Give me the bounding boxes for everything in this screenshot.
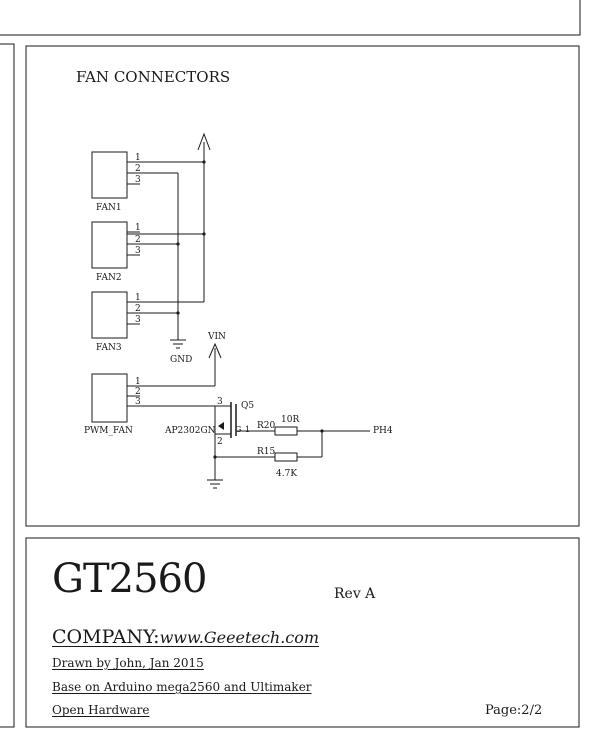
power-arrow-icon <box>197 132 211 151</box>
r20-ref: R20 <box>257 421 276 431</box>
q5-part: AP2302GN <box>164 426 216 436</box>
r15-resistor <box>274 452 298 462</box>
pwm-fan-connector <box>91 373 128 423</box>
pwm-fan-pin3: 3 <box>135 397 141 407</box>
top-frame <box>0 0 581 36</box>
q5-gate-pin: 1 <box>245 425 250 434</box>
company-url: www.Geeetech.com <box>159 628 320 647</box>
fan2-pin3: 3 <box>135 246 141 256</box>
q5-drain-pin: 3 <box>217 397 223 407</box>
q5-ref: Q5 <box>241 401 254 411</box>
pwm-fan-pin1: 1 <box>135 377 141 387</box>
vin-label: VIN <box>207 332 226 342</box>
fan3-pin3: 3 <box>135 315 141 325</box>
fan1-pin3: 3 <box>135 175 141 185</box>
fan2-pin2: 2 <box>135 235 141 245</box>
fan1-pin2: 2 <box>135 164 141 174</box>
pwm-fan-label: PWM_FAN <box>84 426 133 436</box>
fan1-pin1: 1 <box>135 153 141 163</box>
revision: Rev A <box>334 586 376 602</box>
title-block-frame <box>25 537 580 728</box>
drawn-by: Drawn by John, Jan 2015 <box>52 656 204 670</box>
fan2-label: FAN2 <box>96 273 122 283</box>
page-number: Page:2/2 <box>485 703 543 718</box>
company-line: COMPANY:www.Geeetech.com <box>52 626 319 648</box>
fan1-connector <box>91 151 128 199</box>
fan3-connector <box>91 291 128 339</box>
ph4-net-label: PH4 <box>373 426 393 436</box>
section-title: FAN CONNECTORS <box>76 68 230 86</box>
schematic-frame <box>25 45 580 527</box>
fan3-pin1: 1 <box>135 293 141 303</box>
left-frame <box>0 43 15 728</box>
r20-resistor <box>274 426 298 436</box>
board-title: GT2560 <box>52 556 207 602</box>
fan2-pin1: 1 <box>135 223 141 233</box>
gnd-label: GND <box>170 355 192 365</box>
r15-ref: R15 <box>257 447 276 457</box>
fan3-label: FAN3 <box>96 343 122 353</box>
r20-value: 10R <box>281 415 299 425</box>
pwm-fan-pin2: 2 <box>135 387 141 397</box>
fan1-label: FAN1 <box>96 203 122 213</box>
r15-value: 4.7K <box>276 469 297 479</box>
company-prefix: COMPANY: <box>52 626 160 648</box>
vin-arrow-icon <box>208 342 222 359</box>
license: Open Hardware <box>52 703 150 717</box>
q5-gate-letter: G <box>235 425 241 434</box>
based-on: Base on Arduino mega2560 and Ultimaker <box>52 680 312 694</box>
q5-source-pin: 2 <box>217 437 223 447</box>
fan3-pin2: 2 <box>135 304 141 314</box>
fan2-connector <box>91 221 128 269</box>
